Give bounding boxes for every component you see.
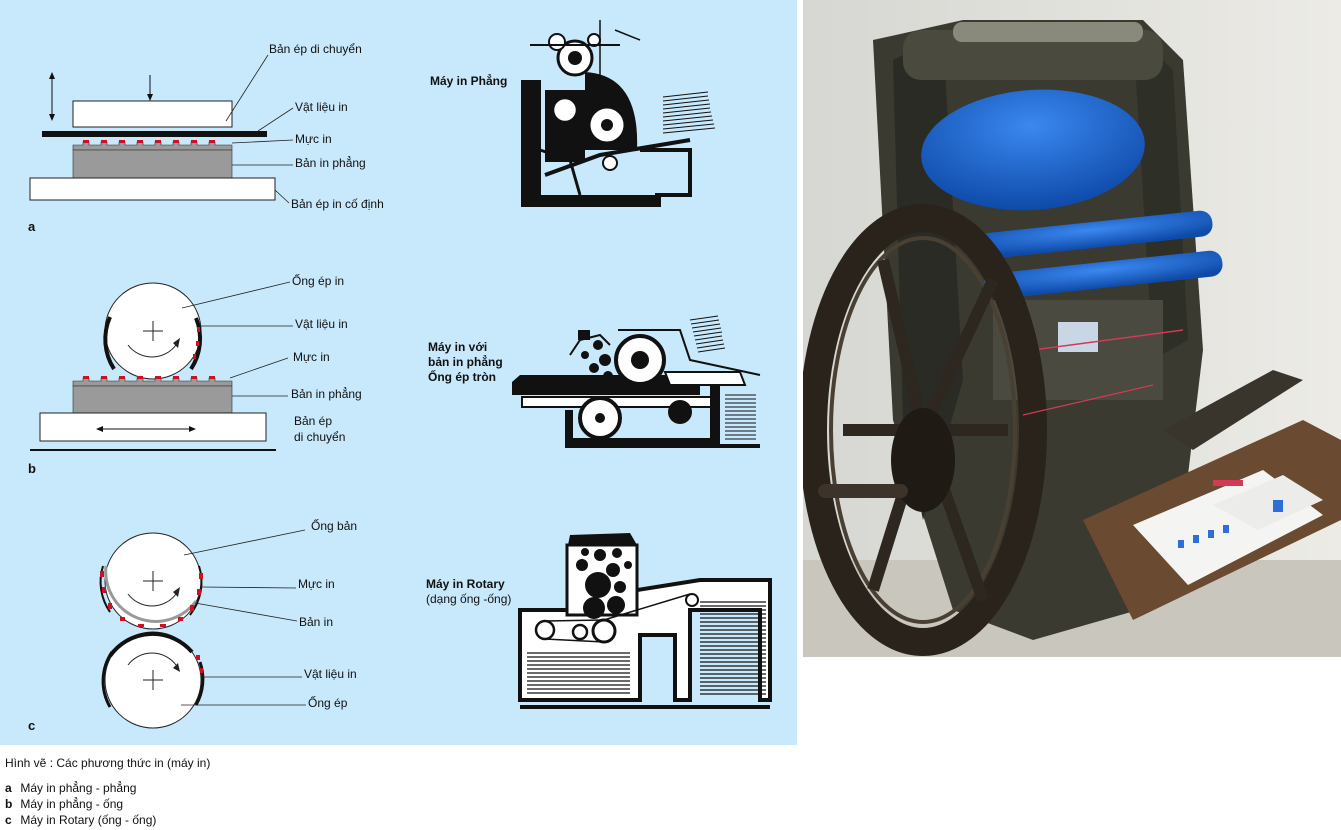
caption-letter-a: a	[5, 781, 12, 795]
label-vat-lieu-in-c: Vật liệu in	[304, 667, 357, 681]
caption-text-a: Máy in phẳng - phẳng	[20, 781, 137, 795]
label-ban-ep-di-chuyen: Bản ép di chuyển	[269, 42, 362, 56]
flatbed-press-machine-illustration	[521, 20, 716, 207]
label-ong-ban: Ống bản	[311, 518, 357, 533]
rotary-press-machine-illustration	[518, 533, 772, 709]
printing-methods-diagram: Bản ép di chuyển Vật liệu in Mực in Bản …	[28, 20, 772, 733]
machine-label-rotary: Máy in Rotary	[426, 577, 505, 591]
label-ban-ep-b: Bản ép	[294, 414, 332, 428]
diagram-panel: Bản ép di chuyển Vật liệu in Mực in Bản …	[0, 0, 797, 745]
caption-letter-b: b	[5, 797, 13, 811]
section-a-schematic	[29, 54, 294, 204]
label-muc-in-b: Mực in	[293, 350, 330, 364]
antique-printing-press-photo	[803, 0, 1341, 657]
label-muc-in-a: Mực in	[295, 132, 332, 146]
label-di-chuyen-b: di chuyển	[294, 430, 345, 444]
label-muc-in-c: Mực in	[298, 577, 335, 591]
caption-letter-c: c	[5, 813, 12, 827]
section-letter-b: b	[28, 461, 36, 476]
label-ban-in-phang-b: Bản in phẳng	[291, 386, 362, 401]
label-ong-ep: Ống ép	[308, 695, 348, 710]
machine-label-flatbed: Máy in Phẳng	[430, 73, 507, 88]
section-letter-c: c	[28, 718, 35, 733]
machine-label-b-line1: Máy in với	[428, 340, 487, 354]
figure-caption: Hình vẽ : Các phương thức in (máy in) a …	[5, 755, 210, 828]
label-ban-ep-in-co-dinh: Bản ép in cố định	[291, 197, 384, 211]
label-vat-lieu-in-b: Vật liệu in	[295, 317, 348, 331]
machine-label-rotary-sub: (dạng ống -ống)	[426, 592, 511, 606]
machine-label-b-line3: Ống ép tròn	[428, 369, 496, 384]
section-b-schematic	[30, 281, 293, 451]
caption-item-a: a Máy in phẳng - phẳng	[5, 780, 210, 796]
flatbed-cylinder-press-machine-illustration	[512, 315, 761, 448]
label-ban-in-c: Bản in	[299, 615, 333, 629]
caption-title: Hình vẽ : Các phương thức in (máy in)	[5, 756, 211, 770]
label-ban-in-phang-a: Bản in phẳng	[295, 155, 366, 170]
section-c-schematic	[99, 529, 306, 729]
machine-label-b-line2: bản in phẳng	[428, 354, 503, 369]
label-vat-lieu-in-a: Vật liệu in	[295, 100, 348, 114]
caption-text-b: Máy in phẳng - ống	[20, 797, 124, 811]
section-letter-a: a	[28, 219, 36, 234]
caption-text-c: Máy in Rotary (ống - ống)	[20, 813, 157, 827]
caption-item-c: c Máy in Rotary (ống - ống)	[5, 812, 210, 828]
label-ong-ep-in: Ống ép in	[292, 273, 344, 288]
caption-item-b: b Máy in phẳng - ống	[5, 796, 210, 812]
